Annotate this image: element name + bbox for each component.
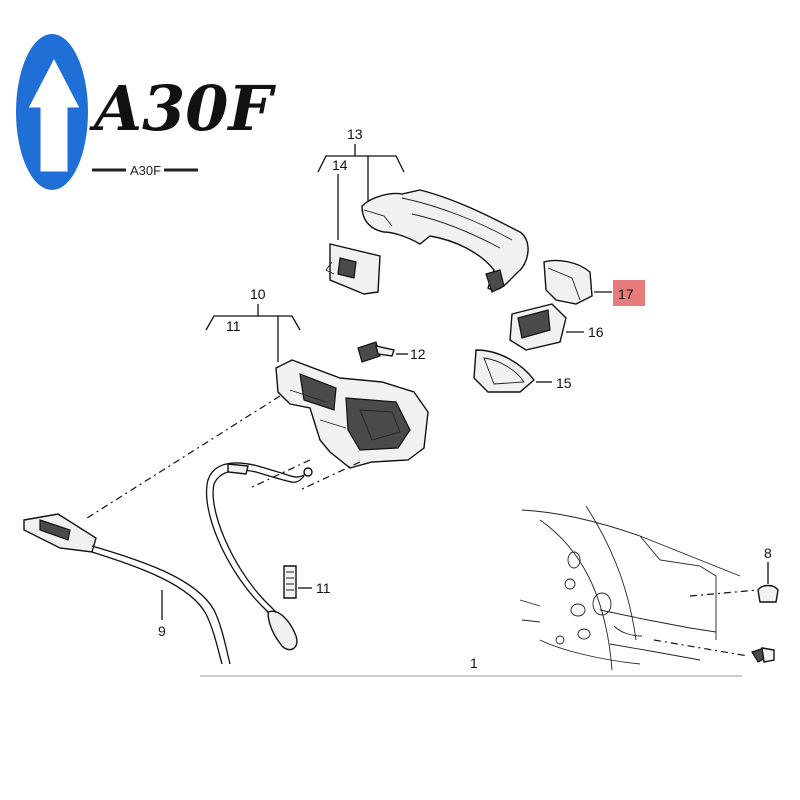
door-panel-part bbox=[519, 505, 759, 671]
callout-group-12: 12 bbox=[357, 341, 426, 363]
logo-sub-text: A30F bbox=[130, 163, 161, 178]
handle-bracket-part bbox=[325, 243, 381, 295]
callout-11-upper: 11 bbox=[226, 318, 241, 334]
callout-group-17: 17 bbox=[543, 259, 645, 306]
callout-13: 13 bbox=[347, 126, 363, 142]
callout-16: 16 bbox=[588, 324, 604, 340]
door-lock-part bbox=[275, 359, 429, 469]
cable-assembly-part: 11 bbox=[205, 462, 331, 651]
callout-8: 8 bbox=[764, 545, 772, 561]
callout-14: 14 bbox=[332, 157, 348, 173]
callout-1: 1 bbox=[470, 655, 478, 671]
callout-12: 12 bbox=[410, 346, 426, 362]
logo-main-text: A30F bbox=[89, 72, 276, 145]
callout-9: 9 bbox=[158, 623, 166, 639]
door-handle-part bbox=[361, 189, 529, 293]
axis-lines bbox=[83, 395, 361, 521]
callout-group-15: 15 bbox=[473, 349, 572, 393]
callout-10: 10 bbox=[250, 286, 266, 302]
logo-up-arrow-icon bbox=[27, 56, 81, 173]
callout-15: 15 bbox=[556, 375, 572, 391]
callout-group-16: 16 bbox=[509, 303, 604, 351]
callout-17: 17 bbox=[618, 286, 634, 302]
callout-11-lower: 11 bbox=[316, 580, 331, 596]
callout-group-8: 8 bbox=[751, 545, 779, 663]
callout-group-1: 1 bbox=[470, 655, 478, 671]
release-cable-part: 9 bbox=[23, 513, 231, 665]
callout-group-13: 13 14 bbox=[317, 126, 405, 240]
brand-logo: A30F A30F bbox=[16, 34, 276, 190]
callout-group-10: 10 11 bbox=[205, 286, 301, 362]
callout-17-highlight bbox=[613, 280, 645, 306]
